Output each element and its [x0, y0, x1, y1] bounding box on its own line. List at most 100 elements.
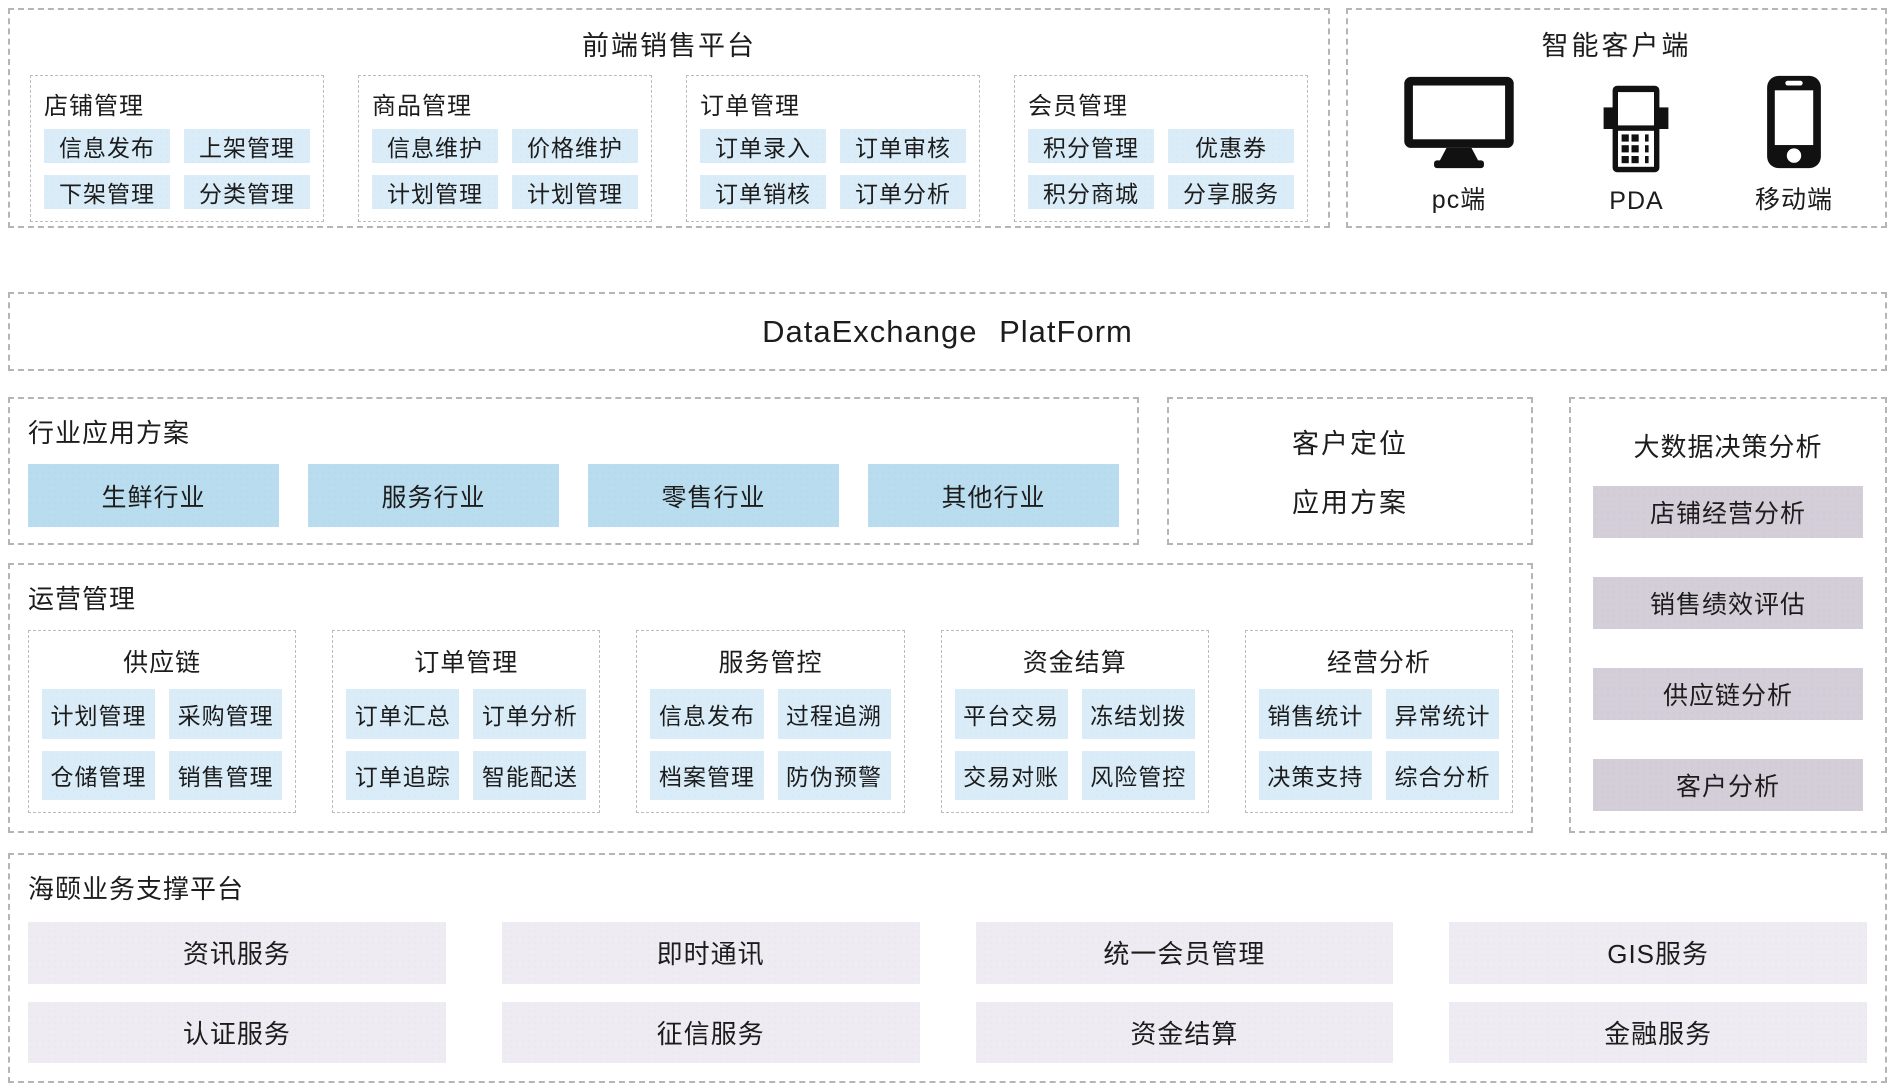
chip: 冻结划拨 — [1081, 689, 1195, 739]
chip: 订单销核 — [700, 175, 826, 209]
front-sales-platform-panel: 前端销售平台 店铺管理 信息发布 上架管理 下架管理 分类管理 商品管理 信息维… — [8, 8, 1330, 228]
chip: 档案管理 — [650, 750, 764, 800]
group-title: 会员管理 — [1028, 93, 1128, 120]
chip: 交易对账 — [954, 750, 1068, 800]
top-row: 前端销售平台 店铺管理 信息发布 上架管理 下架管理 分类管理 商品管理 信息维… — [8, 8, 1887, 228]
chip-grid: 信息发布 上架管理 下架管理 分类管理 — [44, 129, 310, 209]
group-title: 经营分析 — [1326, 649, 1431, 677]
service-box: 认证服务 — [28, 1001, 446, 1063]
chip: 分享服务 — [1168, 175, 1294, 209]
big-data-analysis-panel: 大数据决策分析 店铺经营分析 销售绩效评估 供应链分析 客户分析 — [1569, 397, 1887, 833]
chip: 采购管理 — [169, 689, 283, 739]
chip: 平台交易 — [954, 689, 1068, 739]
group-title: 供应链 — [123, 649, 202, 677]
industry-solutions-panel: 行业应用方案 生鲜行业 服务行业 零售行业 其他行业 — [8, 397, 1139, 545]
chip: 防伪预警 — [777, 750, 891, 800]
chip-grid: 销售统计 异常统计 决策支持 综合分析 — [1258, 689, 1500, 800]
industry-solutions-title: 行业应用方案 — [28, 418, 191, 448]
big-data-item: 供应链分析 — [1593, 668, 1863, 720]
middle-upper-row: 行业应用方案 生鲜行业 服务行业 零售行业 其他行业 客户定位 应用方案 — [8, 397, 1533, 545]
operations-title: 运营管理 — [28, 584, 137, 614]
customer-positioning-panel: 客户定位 应用方案 — [1167, 397, 1533, 545]
chip: 价格维护 — [512, 129, 638, 163]
support-platform-panel: 海颐业务支撑平台 资讯服务 即时通讯 统一会员管理 GIS服务 认证服务 征信服… — [8, 853, 1887, 1083]
chip: 订单追踪 — [346, 750, 460, 800]
group-fund-settlement: 资金结算 平台交易 冻结划拨 交易对账 风险管控 — [940, 630, 1209, 813]
chip-grid: 信息发布 过程追溯 档案管理 防伪预警 — [650, 689, 891, 800]
group-title: 订单管理 — [700, 93, 800, 120]
device-pda: PDA — [1600, 81, 1672, 216]
chip: 仓储管理 — [42, 750, 156, 800]
group-title: 服务管控 — [718, 649, 823, 677]
service-box: 金融服务 — [1449, 1001, 1867, 1063]
group-store-management: 店铺管理 信息发布 上架管理 下架管理 分类管理 — [30, 75, 324, 222]
chip: 积分商城 — [1028, 175, 1154, 209]
chip: 分类管理 — [184, 175, 310, 209]
support-row: 资讯服务 即时通讯 统一会员管理 GIS服务 — [28, 922, 1867, 984]
industry-item: 生鲜行业 — [28, 464, 279, 527]
industry-item: 零售行业 — [588, 464, 839, 527]
support-rows: 资讯服务 即时通讯 统一会员管理 GIS服务 认证服务 征信服务 资金结算 金融… — [28, 922, 1867, 1063]
chip: 综合分析 — [1385, 750, 1500, 800]
mobile-phone-icon — [1763, 74, 1825, 170]
chip: 智能配送 — [473, 750, 587, 800]
service-box: 征信服务 — [501, 1001, 920, 1063]
group-order-management: 订单管理 订单录入 订单审核 订单销核 订单分析 — [686, 75, 980, 222]
industry-item: 其他行业 — [868, 464, 1119, 527]
chip: 计划管理 — [512, 175, 638, 209]
data-exchange-platform-band: DataExchange PlatForm — [8, 292, 1887, 371]
chip: 销售统计 — [1258, 689, 1372, 739]
chip: 决策支持 — [1258, 750, 1372, 800]
middle-row: 行业应用方案 生鲜行业 服务行业 零售行业 其他行业 客户定位 应用方案 运营管… — [8, 397, 1887, 833]
device-mobile: 移动端 — [1755, 74, 1833, 216]
chip-grid: 计划管理 采购管理 仓储管理 销售管理 — [42, 689, 283, 800]
device-pc: pc端 — [1400, 74, 1518, 216]
chip-grid: 订单汇总 订单分析 订单追踪 智能配送 — [346, 689, 587, 800]
operations-management-panel: 运营管理 供应链 计划管理 采购管理 仓储管理 销售管理 订单管理 — [8, 563, 1533, 833]
customer-positioning-line2: 应用方案 — [1292, 488, 1408, 518]
customer-positioning-line1: 客户定位 — [1292, 429, 1408, 459]
chip: 异常统计 — [1385, 689, 1500, 739]
industry-item: 服务行业 — [308, 464, 559, 527]
chip: 下架管理 — [44, 175, 170, 209]
service-box: 资讯服务 — [28, 922, 446, 984]
front-sales-platform-title: 前端销售平台 — [582, 31, 756, 61]
chip: 订单录入 — [700, 129, 826, 163]
data-exchange-title: DataExchange PlatForm — [762, 313, 1133, 349]
industry-items: 生鲜行业 服务行业 零售行业 其他行业 — [28, 464, 1119, 527]
big-data-item: 销售绩效评估 — [1593, 577, 1863, 629]
support-row: 认证服务 征信服务 资金结算 金融服务 — [28, 1001, 1867, 1063]
middle-left-column: 行业应用方案 生鲜行业 服务行业 零售行业 其他行业 客户定位 应用方案 运营管… — [8, 397, 1533, 833]
service-box: GIS服务 — [1449, 922, 1867, 984]
device-label: pc端 — [1431, 186, 1487, 214]
device-label: PDA — [1609, 187, 1664, 215]
chip: 信息发布 — [44, 129, 170, 163]
group-title: 资金结算 — [1022, 649, 1127, 677]
chip: 上架管理 — [184, 129, 310, 163]
support-platform-title: 海颐业务支撑平台 — [28, 874, 245, 904]
group-title: 店铺管理 — [44, 93, 144, 120]
chip-grid: 积分管理 优惠券 积分商城 分享服务 — [1028, 129, 1294, 209]
big-data-item: 店铺经营分析 — [1593, 486, 1863, 538]
group-title: 商品管理 — [372, 93, 472, 120]
group-goods-management: 商品管理 信息维护 价格维护 计划管理 计划管理 — [358, 75, 652, 222]
group-service-control: 服务管控 信息发布 过程追溯 档案管理 防伪预警 — [636, 630, 905, 813]
chip-grid: 订单录入 订单审核 订单销核 订单分析 — [700, 129, 966, 209]
chip: 信息维护 — [372, 129, 498, 163]
smart-client-title: 智能客户端 — [1541, 31, 1692, 61]
chip-grid: 信息维护 价格维护 计划管理 计划管理 — [372, 129, 638, 209]
big-data-item: 客户分析 — [1593, 759, 1863, 811]
front-platform-groups: 店铺管理 信息发布 上架管理 下架管理 分类管理 商品管理 信息维护 价格维护 … — [30, 75, 1308, 222]
group-title: 订单管理 — [414, 649, 519, 677]
device-label: 移动端 — [1754, 186, 1833, 214]
big-data-title: 大数据决策分析 — [1633, 432, 1823, 462]
service-box: 统一会员管理 — [975, 922, 1394, 984]
service-box: 即时通讯 — [501, 922, 920, 984]
chip-grid: 平台交易 冻结划拨 交易对账 风险管控 — [954, 689, 1195, 800]
smart-client-panel: 智能客户端 pc端 — [1346, 8, 1887, 228]
chip: 订单分析 — [473, 689, 587, 739]
service-box: 资金结算 — [975, 1001, 1394, 1063]
operations-groups: 供应链 计划管理 采购管理 仓储管理 销售管理 订单管理 订单汇总 订单分析 — [28, 630, 1514, 813]
group-order-management-ops: 订单管理 订单汇总 订单分析 订单追踪 智能配送 — [332, 630, 601, 813]
big-data-items: 店铺经营分析 销售绩效评估 供应链分析 客户分析 — [1593, 486, 1863, 811]
